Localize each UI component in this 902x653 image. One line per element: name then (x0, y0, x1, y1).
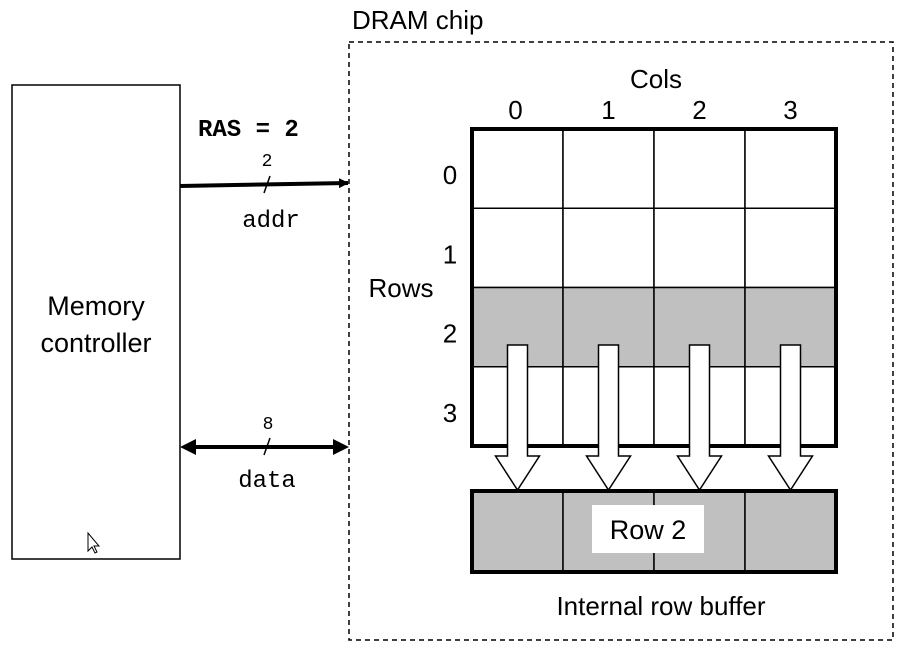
row-index-2: 2 (443, 319, 457, 349)
transfer-arrow-0 (494, 344, 541, 492)
row-index-0: 0 (443, 160, 457, 190)
row-index-3: 3 (443, 398, 457, 428)
column-index-labels: 0 1 2 3 (508, 95, 797, 125)
row-index-labels: 0 1 2 3 (443, 160, 457, 428)
memory-controller-box (11, 84, 181, 560)
data-width-label: 8 (263, 415, 274, 435)
column-index-0: 0 (508, 95, 522, 125)
memory-cell-r0-c0 (471, 128, 564, 209)
row-buffer-caption: Internal row buffer (556, 591, 765, 621)
row-transfer-arrows (494, 344, 814, 492)
data-bus-width-slash (263, 437, 271, 456)
row-buffer-label: Row 2 (610, 515, 687, 545)
memory-cell-r1-c2 (653, 207, 746, 289)
dram-chip-title: DRAM chip (352, 5, 483, 35)
addr-bus-width-slash (263, 175, 271, 194)
data-bus-right-arrowhead (333, 439, 349, 455)
row-index-1: 1 (443, 239, 457, 269)
column-index-1: 1 (601, 95, 615, 125)
memory-cell-r1-c1 (562, 207, 655, 289)
addr-label: addr (242, 208, 300, 235)
data-label: data (238, 468, 296, 495)
memory-array-border (470, 127, 838, 448)
rows-label: Rows (368, 273, 433, 303)
row-buffer-label-box (592, 505, 704, 553)
addr-bus-arrow (179, 178, 349, 189)
data-bus-left-arrowhead (180, 439, 196, 455)
column-index-3: 3 (783, 95, 797, 125)
memory-controller-label-line2: controller (40, 328, 151, 358)
row-buffer-cell-3 (744, 490, 837, 573)
transfer-arrow-1 (585, 344, 632, 492)
transfer-arrow-3 (767, 344, 814, 492)
dram-chip-border (348, 41, 894, 641)
row-buffer-cell-0 (471, 490, 564, 573)
cols-label: Cols (630, 64, 682, 94)
column-index-2: 2 (692, 95, 706, 125)
transfer-arrow-2 (676, 344, 723, 492)
memory-cell-r0-c3 (744, 128, 837, 209)
row-buffer-border (470, 489, 838, 574)
addr-width-label: 2 (262, 152, 273, 172)
mouse-cursor-icon (87, 531, 101, 554)
memory-cell-r1-c3 (744, 207, 837, 289)
memory-cell-r0-c2 (653, 128, 746, 209)
memory-cell-r0-c1 (562, 128, 655, 209)
memory-controller-label-line1: Memory (47, 291, 145, 321)
memory-cell-r1-c0 (471, 207, 564, 289)
ras-label: RAS = 2 (198, 117, 299, 144)
